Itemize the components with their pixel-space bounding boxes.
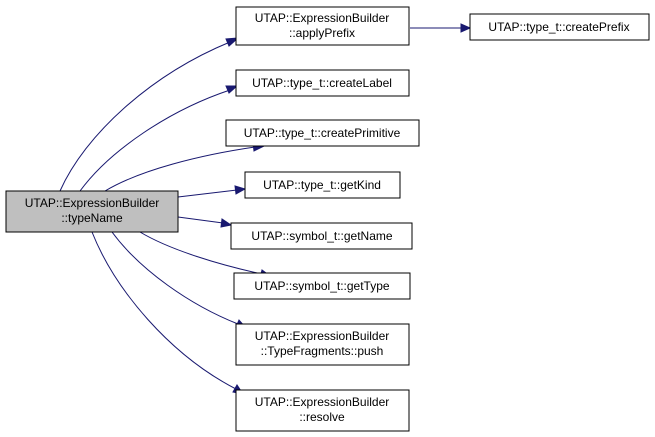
edge-typename-to-gettype <box>139 231 263 275</box>
node-label-line2: ::TypeFragments::push <box>261 344 384 358</box>
arrowhead-createprefix <box>460 23 472 33</box>
edge-typename-to-push <box>111 231 239 325</box>
arrowhead-applyprefix <box>225 37 240 47</box>
node-label-line1: UTAP::ExpressionBuilder <box>255 329 390 343</box>
node-label-line2: ::typeName <box>61 211 123 225</box>
node-label-line1: UTAP::ExpressionBuilder <box>25 196 160 210</box>
node-getkind[interactable]: UTAP::type_t::getKind <box>244 171 401 199</box>
edge-typename-to-getname <box>177 216 224 224</box>
node-box <box>469 13 650 41</box>
node-label: UTAP::type_t::createPrefix <box>488 20 629 34</box>
node-box <box>230 222 413 250</box>
node-typename[interactable]: UTAP::ExpressionBuilder ::typeName <box>5 190 179 233</box>
node-label: UTAP::type_t::createLabel <box>252 76 392 90</box>
node-resolve[interactable]: UTAP::ExpressionBuilder ::resolve <box>235 389 410 432</box>
node-box <box>244 171 401 199</box>
edge-typename-to-getkind <box>177 189 238 198</box>
node-box <box>5 190 179 233</box>
node-box <box>235 6 410 46</box>
node-label-line1: UTAP::ExpressionBuilder <box>255 11 390 25</box>
node-label: UTAP::type_t::getKind <box>263 178 381 192</box>
node-label: UTAP::type_t::createPrimitive <box>244 126 401 140</box>
arrowhead-getkind <box>234 185 247 195</box>
node-box <box>225 119 420 147</box>
arrowhead-getname <box>220 218 233 228</box>
node-push[interactable]: UTAP::ExpressionBuilder ::TypeFragments:… <box>235 323 410 366</box>
node-createprimitive[interactable]: UTAP::type_t::createPrimitive <box>225 119 420 147</box>
node-box <box>235 69 410 97</box>
node-label-line2: ::applyPrefix <box>289 26 355 40</box>
node-box <box>233 272 411 300</box>
node-label: UTAP::symbol_t::getName <box>251 229 392 243</box>
node-box <box>235 323 410 366</box>
node-label-line1: UTAP::ExpressionBuilder <box>255 395 390 409</box>
edge-typename-to-resolve <box>91 231 237 390</box>
node-getname[interactable]: UTAP::symbol_t::getName <box>230 222 413 250</box>
node-label: UTAP::symbol_t::getType <box>254 279 389 293</box>
edge-typename-to-createlabel <box>79 89 231 192</box>
edge-typename-to-createprimitive <box>104 146 256 192</box>
node-createprefix[interactable]: UTAP::type_t::createPrefix <box>469 13 650 41</box>
node-createlabel[interactable]: UTAP::type_t::createLabel <box>235 69 410 97</box>
arrowhead-createlabel <box>225 85 239 94</box>
node-gettype[interactable]: UTAP::symbol_t::getType <box>233 272 411 300</box>
node-label-line2: ::resolve <box>299 410 345 424</box>
node-box <box>235 389 410 432</box>
edge-typename-to-applyprefix <box>59 41 231 192</box>
node-applyprefix[interactable]: UTAP::ExpressionBuilder ::applyPrefix <box>235 6 410 46</box>
